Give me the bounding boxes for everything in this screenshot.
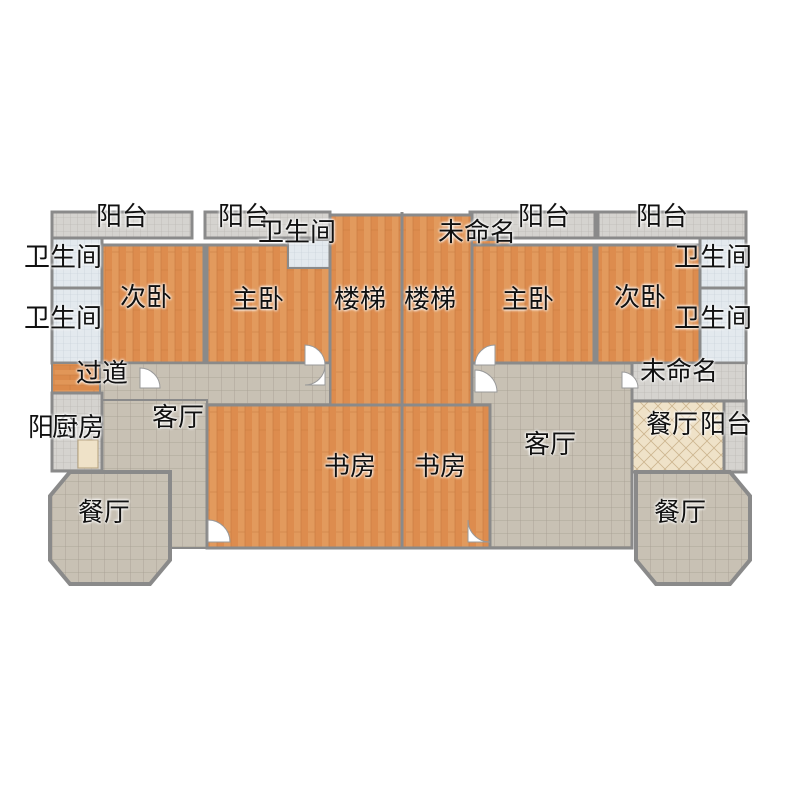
balcony-area (203, 210, 332, 240)
right-unit (400, 210, 752, 586)
study-area (400, 403, 492, 550)
door-swing (474, 344, 496, 366)
door-swing (621, 371, 639, 389)
bedroom-area (470, 243, 596, 365)
door-swing (139, 367, 161, 389)
bedroom-area (595, 243, 702, 365)
unnamed-area (631, 362, 747, 402)
study-area (205, 403, 404, 550)
door-swing (304, 364, 326, 386)
door-swing (467, 519, 491, 543)
door-swing (474, 369, 498, 393)
bathroom-area (287, 239, 331, 269)
balcony-area (50, 210, 194, 240)
dining-area (48, 470, 172, 586)
bedroom-area (100, 243, 206, 365)
kitchen-counter (77, 439, 99, 469)
dining-area (630, 399, 726, 474)
bathroom-area (50, 236, 104, 290)
door-swing (207, 519, 231, 543)
balcony-area (596, 210, 748, 240)
stairs-area (328, 213, 404, 407)
bathroom-area (698, 236, 748, 290)
door-swing (304, 344, 326, 366)
left-unit (48, 210, 404, 586)
bathroom-area (698, 286, 748, 365)
stairs-area (400, 213, 474, 407)
balcony-area (722, 399, 748, 474)
bathroom-area (50, 286, 104, 365)
balcony-area (468, 210, 597, 240)
living-room-area (470, 361, 634, 550)
dining-area (634, 470, 752, 586)
